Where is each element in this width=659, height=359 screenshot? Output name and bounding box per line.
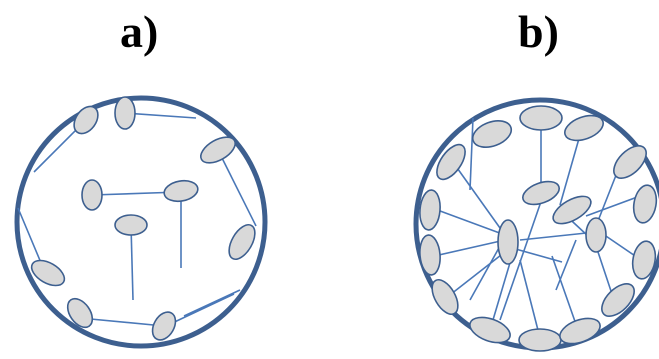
particle-ellipse: [596, 278, 640, 322]
particle-ellipse: [115, 215, 147, 235]
particle-ellipse: [224, 221, 260, 264]
panel-b-dense-particles: [416, 100, 659, 351]
particle-ellipse: [469, 116, 515, 152]
chain-line: [131, 225, 133, 300]
particle-ellipse: [163, 178, 200, 204]
chain-line: [432, 208, 505, 235]
particle-ellipse: [82, 180, 102, 210]
particle-ellipse: [520, 106, 562, 130]
chain-line: [520, 260, 540, 338]
chain-line: [470, 118, 473, 190]
chain-line: [430, 240, 505, 257]
particle-ellipse: [631, 183, 659, 224]
chain-line: [512, 248, 562, 262]
particle-ellipse: [586, 218, 606, 252]
particle-ellipse: [63, 294, 98, 332]
chain-line: [556, 240, 576, 290]
panel-a-sparse-particles: [17, 97, 265, 346]
particle-ellipse: [519, 329, 561, 351]
particle-ellipse: [418, 234, 441, 276]
chain-line: [586, 196, 640, 216]
particle-ellipse: [115, 97, 135, 129]
particle-ellipse: [498, 220, 518, 264]
particle-ellipse: [520, 177, 563, 209]
